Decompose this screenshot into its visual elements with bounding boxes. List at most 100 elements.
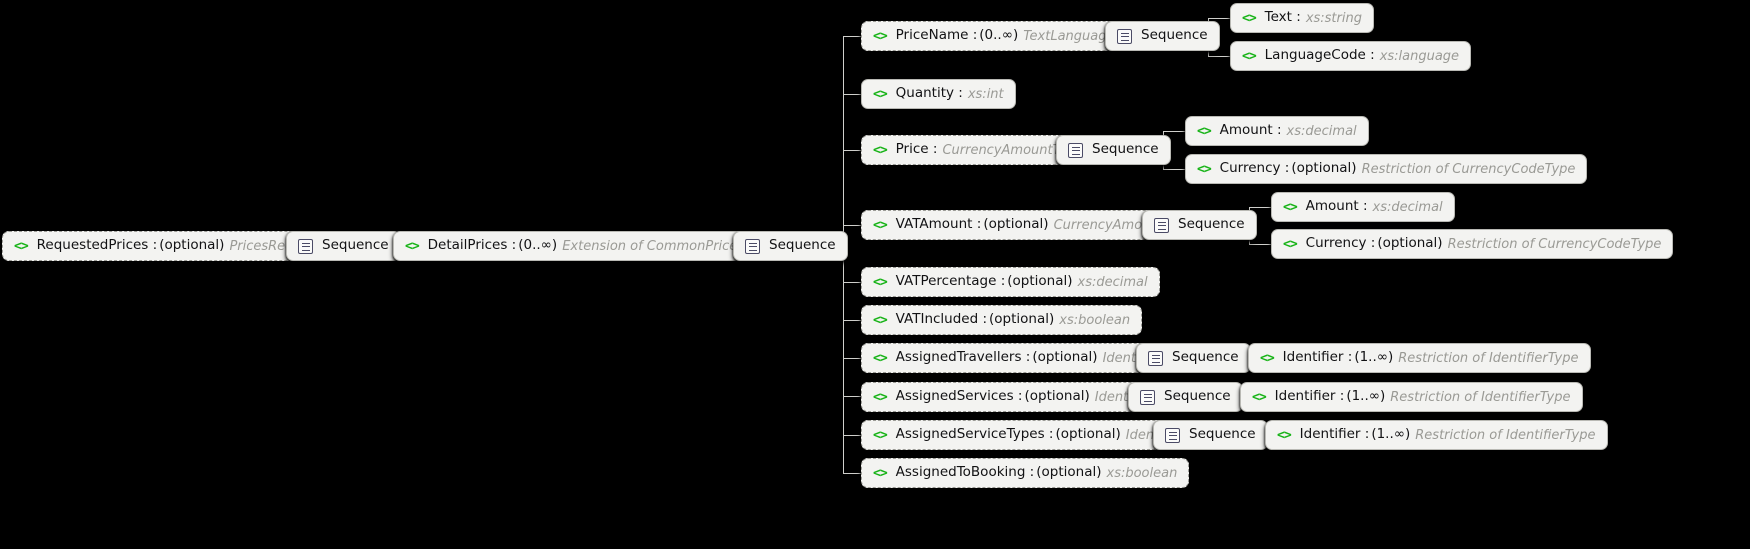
node-cardinality: (optional) — [1291, 160, 1357, 177]
element-icon: <> — [873, 142, 888, 158]
node-cardinality: (optional) — [989, 311, 1055, 328]
node-price-amount[interactable]: <> Amount : xs:decimal — [1185, 116, 1369, 146]
element-icon: <> — [873, 312, 888, 328]
element-icon: <> — [1260, 350, 1275, 366]
sequence-icon — [298, 238, 313, 254]
node-label: Sequence — [1172, 349, 1239, 366]
element-icon: <> — [1242, 10, 1257, 26]
node-type: xs:string — [1305, 10, 1362, 26]
node-label: Sequence — [769, 237, 836, 254]
node-type: xs:decimal — [1372, 199, 1443, 215]
node-type: Restriction of IdentifierType — [1390, 389, 1571, 405]
element-icon: <> — [1252, 389, 1267, 405]
element-icon: <> — [14, 238, 29, 254]
node-label: Identifier : — [1299, 426, 1370, 443]
element-icon: <> — [1277, 427, 1292, 443]
node-label: Sequence — [1189, 426, 1256, 443]
sequence-icon — [1140, 389, 1155, 405]
node-cardinality: (1..∞) — [1346, 388, 1386, 405]
element-icon: <> — [1197, 123, 1212, 139]
node-label: Identifier : — [1282, 349, 1353, 366]
node-label: Quantity : — [895, 85, 963, 102]
node-identifier-service-types[interactable]: <> Identifier : (1..∞) Restriction of Id… — [1265, 420, 1608, 450]
node-text[interactable]: <> Text : xs:string — [1230, 3, 1374, 33]
node-label: Currency : — [1219, 160, 1290, 177]
node-type: xs:decimal — [1077, 274, 1148, 290]
node-label: RequestedPrices : — [36, 237, 158, 254]
node-cardinality: (1..∞) — [1354, 349, 1394, 366]
node-quantity[interactable]: <> Quantity : xs:int — [861, 79, 1016, 109]
node-label: Sequence — [1092, 141, 1159, 158]
node-cardinality: (optional) — [1024, 388, 1090, 405]
node-label: VATAmount : — [895, 216, 982, 233]
node-sequence-assigned-travellers[interactable]: Sequence — [1136, 343, 1251, 373]
node-label: DetailPrices : — [427, 237, 517, 254]
element-icon: <> — [873, 465, 888, 481]
node-cardinality: (optional) — [1055, 426, 1121, 443]
node-label: PriceName : — [895, 27, 978, 44]
element-icon: <> — [873, 86, 888, 102]
element-icon: <> — [873, 427, 888, 443]
node-language-code[interactable]: <> LanguageCode : xs:language — [1230, 41, 1472, 71]
node-label: LanguageCode : — [1264, 47, 1375, 64]
node-vat-amount-currency[interactable]: <> Currency : (optional) Restriction of … — [1271, 229, 1674, 259]
node-label: AssignedServiceTypes : — [895, 426, 1054, 443]
node-label: Amount : — [1219, 122, 1282, 139]
node-type: Restriction of CurrencyCodeType — [1447, 236, 1662, 252]
node-cardinality: (optional) — [159, 237, 225, 254]
node-cardinality: (0..∞) — [518, 237, 558, 254]
node-type: CurrencyAmountType — [942, 142, 1084, 158]
sequence-icon — [1068, 142, 1083, 158]
node-sequence-price[interactable]: Sequence — [1056, 135, 1171, 165]
node-label: Amount : — [1305, 198, 1368, 215]
node-sequence-root[interactable]: Sequence — [286, 231, 401, 261]
node-vat-amount-amount[interactable]: <> Amount : xs:decimal — [1271, 192, 1455, 222]
node-label: AssignedToBooking : — [895, 464, 1035, 481]
node-cardinality: (1..∞) — [1371, 426, 1411, 443]
node-sequence-assigned-services[interactable]: Sequence — [1128, 382, 1243, 412]
element-icon: <> — [873, 217, 888, 233]
node-sequence-price-name[interactable]: Sequence — [1105, 21, 1220, 51]
sequence-icon — [1117, 28, 1132, 44]
node-label: Sequence — [1141, 27, 1208, 44]
node-label: AssignedTravellers : — [895, 349, 1031, 366]
node-cardinality: (optional) — [1007, 273, 1073, 290]
element-icon: <> — [1242, 48, 1257, 64]
node-vat-percentage[interactable]: <> VATPercentage : (optional) xs:decimal — [861, 267, 1160, 297]
sequence-icon — [1148, 350, 1163, 366]
element-icon: <> — [873, 389, 888, 405]
node-identifier-travellers[interactable]: <> Identifier : (1..∞) Restriction of Id… — [1248, 343, 1591, 373]
node-assigned-to-booking[interactable]: <> AssignedToBooking : (optional) xs:boo… — [861, 458, 1190, 488]
node-sequence-assigned-service-types[interactable]: Sequence — [1153, 420, 1268, 450]
node-type: Restriction of IdentifierType — [1398, 350, 1579, 366]
node-label: VATPercentage : — [895, 273, 1006, 290]
node-detail-prices[interactable]: <> DetailPrices : (0..∞) Extension of Co… — [393, 231, 834, 261]
node-label: Sequence — [1178, 216, 1245, 233]
node-sequence-detail-prices[interactable]: Sequence — [733, 231, 848, 261]
element-icon: <> — [1283, 199, 1298, 215]
node-price-currency[interactable]: <> Currency : (optional) Restriction of … — [1185, 154, 1588, 184]
node-label: Text : — [1264, 9, 1301, 26]
node-label: VATIncluded : — [895, 311, 988, 328]
element-icon: <> — [873, 350, 888, 366]
node-identifier-services[interactable]: <> Identifier : (1..∞) Restriction of Id… — [1240, 382, 1583, 412]
node-vat-included[interactable]: <> VATIncluded : (optional) xs:boolean — [861, 305, 1143, 335]
node-type: xs:boolean — [1106, 465, 1178, 481]
element-icon: <> — [873, 274, 888, 290]
element-icon: <> — [1283, 236, 1298, 252]
node-type: xs:int — [967, 86, 1004, 102]
element-icon: <> — [405, 238, 420, 254]
node-type: xs:boolean — [1059, 312, 1131, 328]
node-cardinality: (optional) — [1377, 235, 1443, 252]
sequence-icon — [1165, 427, 1180, 443]
node-label: AssignedServices : — [895, 388, 1023, 405]
node-cardinality: (optional) — [1032, 349, 1098, 366]
node-type: xs:language — [1379, 48, 1460, 64]
node-type: Restriction of IdentifierType — [1415, 427, 1596, 443]
node-cardinality: (0..∞) — [979, 27, 1019, 44]
node-label: Sequence — [322, 237, 389, 254]
node-sequence-vat-amount[interactable]: Sequence — [1142, 210, 1257, 240]
node-type: xs:decimal — [1286, 123, 1357, 139]
node-label: Currency : — [1305, 235, 1376, 252]
